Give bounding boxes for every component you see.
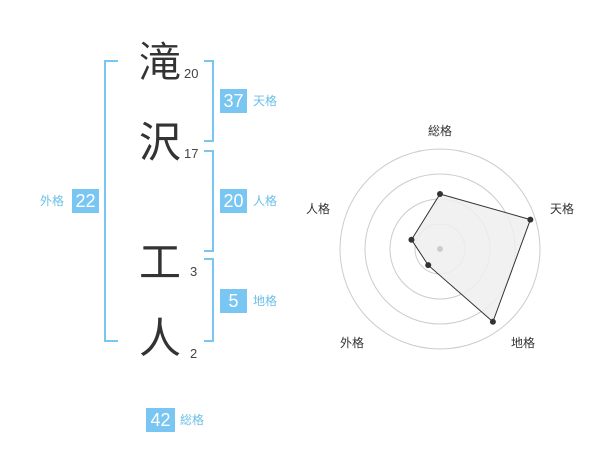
radar-axis-label-jin: 人格 xyxy=(306,202,331,216)
ten-kaku-label: 天格 xyxy=(253,94,278,108)
gai-kaku-label: 外格 xyxy=(40,194,65,208)
radar-axis-label-sou: 総格 xyxy=(428,124,453,138)
radar-axis-label-gai: 外格 xyxy=(340,336,365,350)
gai-bracket xyxy=(104,60,118,342)
radar-ring-4 xyxy=(339,148,541,350)
sou-kaku-value: 42 xyxy=(146,408,175,432)
radar-point-3 xyxy=(425,262,432,269)
jin-bracket xyxy=(204,150,214,252)
sou-kaku-label: 総格 xyxy=(180,413,205,427)
radar-polygon xyxy=(410,193,532,323)
gai-kaku-value: 22 xyxy=(72,189,99,213)
chi-kaku-value: 5 xyxy=(220,289,247,313)
radar-point-4 xyxy=(408,236,415,243)
jin-kaku-label: 人格 xyxy=(253,194,278,208)
chi-bracket xyxy=(204,258,214,342)
stroke-count-2: 17 xyxy=(184,146,199,161)
stroke-count-3: 3 xyxy=(190,264,198,279)
radar-point-1 xyxy=(527,216,534,223)
stroke-count-4: 2 xyxy=(190,346,198,361)
radar-axis-label-ten: 天格 xyxy=(550,202,575,216)
name-char-1: 滝 xyxy=(139,38,182,87)
name-char-4: 人 xyxy=(139,314,182,363)
ten-kaku-value: 37 xyxy=(220,89,247,113)
stroke-count-1: 20 xyxy=(184,66,199,81)
radar-center-dot xyxy=(437,246,443,252)
ten-bracket xyxy=(204,60,214,142)
radar-axis-label-chi: 地格 xyxy=(511,336,536,350)
name-char-2: 沢 xyxy=(139,118,182,167)
name-char-3: 工 xyxy=(139,238,182,287)
chi-kaku-label: 地格 xyxy=(253,294,278,308)
jin-kaku-value: 20 xyxy=(220,189,247,213)
radar-point-0 xyxy=(437,191,443,197)
radar-point-2 xyxy=(489,318,496,325)
